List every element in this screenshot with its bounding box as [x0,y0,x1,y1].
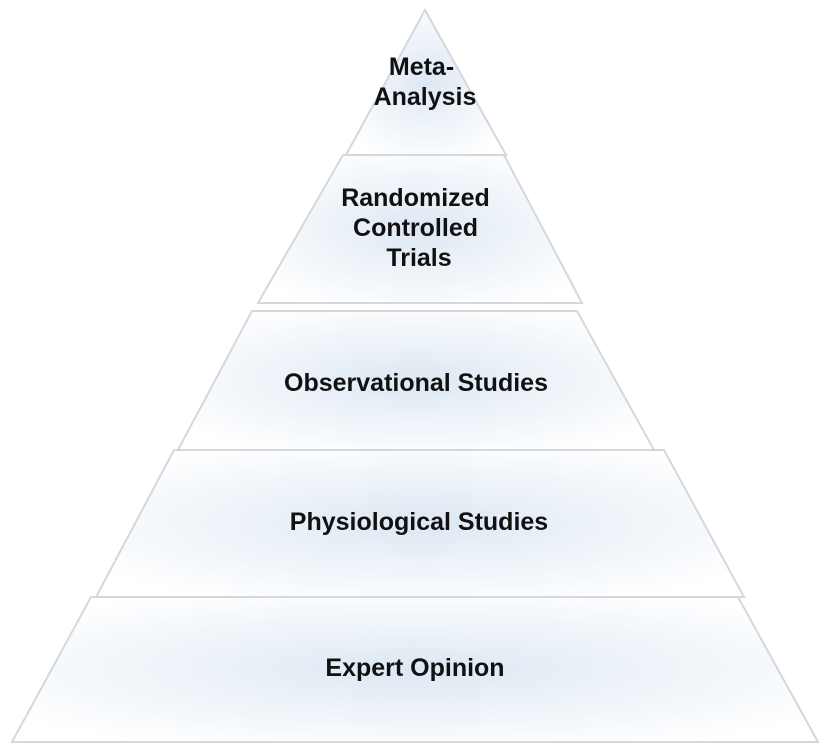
tier-meta-analysis: Meta- Analysis [344,7,508,156]
tier-expert-opinion: Expert Opinion [10,596,820,743]
tier-randomized-controlled-trials: Randomized Controlled Trials [256,154,584,304]
tier-label-line: Randomized [341,184,490,212]
tier-label-physiological-studies: Physiological Studies [290,508,548,536]
tier-physiological-studies: Physiological Studies [94,449,746,598]
tier-label-line: Controlled [353,214,478,242]
tier-shape-randomized-controlled-trials [256,154,584,304]
tier-label-line: Expert Opinion [325,654,504,682]
tier-label-line: Observational Studies [284,369,548,397]
tier-label-randomized-controlled-trials: Randomized Controlled Trials [341,184,497,272]
tier-label-line: Meta- [389,53,454,81]
tier-label-line: Physiological Studies [290,508,548,536]
tier-label-expert-opinion: Expert Opinion [325,654,504,682]
tier-label-line: Trials [386,244,451,272]
tier-observational-studies: Observational Studies [176,310,656,451]
tier-shape-physiological-studies [94,449,746,598]
tier-label-line: Analysis [374,83,477,111]
tier-label-observational-studies: Observational Studies [284,369,548,397]
tier-label-meta-analysis: Meta- Analysis [374,53,477,111]
tier-shape-expert-opinion [10,596,820,743]
